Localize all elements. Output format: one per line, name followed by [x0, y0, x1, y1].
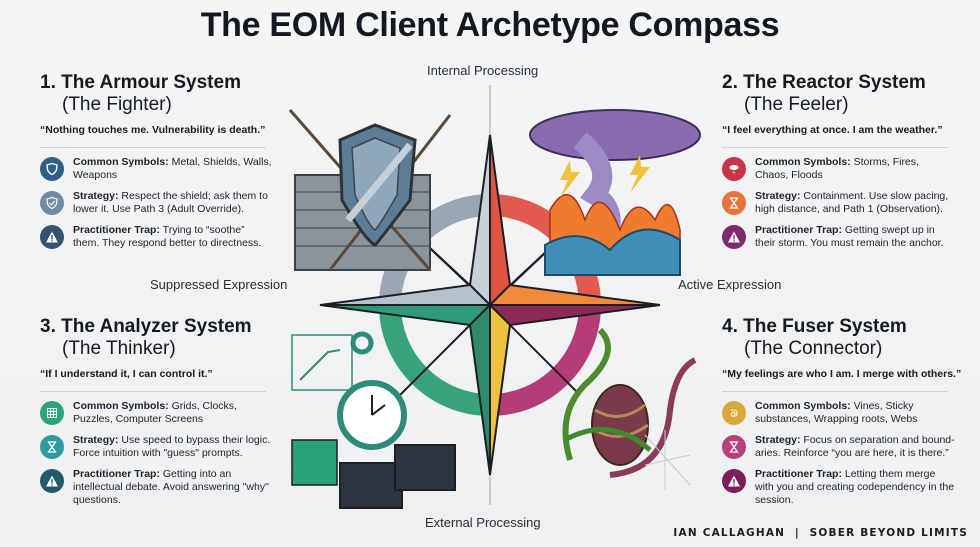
list-item: Practitioner Trap: Letting them merge wi… — [722, 468, 980, 507]
list-item: Strategy: Use speed to bypass their logi… — [40, 434, 310, 460]
list-item: Practitioner Trap: Getting into an intel… — [40, 468, 310, 507]
quadrant-armour: 1. The Armour System (The Fighter) “Noth… — [40, 72, 310, 258]
quadrant-quote: “I feel everything at once. I am the wea… — [722, 124, 943, 136]
list-item: Strategy: Respect the shield; ask them t… — [40, 190, 310, 216]
hourglass-icon — [722, 435, 746, 459]
quadrant-quote: “Nothing touches me. Vulnerability is de… — [40, 124, 266, 136]
compass-illustration — [288, 85, 701, 509]
grid-icon — [40, 401, 64, 425]
quadrant-quote: “My feelings are who I am. I merge with … — [722, 368, 962, 380]
quadrant-subtitle: (The Connector) — [744, 338, 883, 359]
quadrant-title: 2. The Reactor System — [722, 72, 926, 93]
axis-label-left: Suppressed Expression — [150, 277, 288, 292]
list-item: Common Symbols: Metal, Shields, Walls, W… — [40, 156, 310, 182]
quadrant-subtitle: (The Thinker) — [62, 338, 176, 359]
page-title: The EOM Client Archetype Compass — [200, 6, 780, 44]
list-item: Common Symbols: Storms, Fires, Chaos, Fl… — [722, 156, 980, 182]
reactor-illustration — [529, 109, 701, 276]
quadrant-fuser: 4. The Fuser System (The Connector) “My … — [722, 316, 980, 515]
list-item: Practitioner Trap: Getting swept up in t… — [722, 224, 980, 250]
list-item: Strategy: Focus on separation and bound-… — [722, 434, 980, 460]
analyzer-illustration — [291, 331, 456, 509]
hourglass-icon — [40, 435, 64, 459]
credit-footer: IAN CALLAGHAN | SOBER BEYOND LIMITS — [673, 527, 968, 539]
divider — [40, 147, 266, 148]
shield-icon — [40, 157, 64, 181]
axis-label-right: Active Expression — [678, 277, 782, 292]
quadrant-title: 3. The Analyzer System — [40, 316, 252, 337]
quadrant-subtitle: (The Fighter) — [62, 94, 172, 115]
quadrant-title: 1. The Armour System — [40, 72, 241, 93]
warning-icon — [722, 469, 746, 493]
quadrant-reactor: 2. The Reactor System (The Feeler) “I fe… — [722, 72, 980, 258]
list-item: Strategy: Containment. Use slow pacing, … — [722, 190, 980, 216]
quadrant-quote: “If I understand it, I can control it.” — [40, 368, 213, 380]
shield-check-icon — [40, 191, 64, 215]
divider — [722, 147, 948, 148]
list-item: Common Symbols: Grids, Clocks, Puzzles, … — [40, 400, 310, 426]
hourglass-icon — [722, 191, 746, 215]
knot-icon — [722, 401, 746, 425]
warning-icon — [40, 469, 64, 493]
axis-label-bottom: External Processing — [425, 515, 541, 530]
quadrant-subtitle: (The Feeler) — [744, 94, 849, 115]
list-item: Common Symbols: Vines, Sticky substances… — [722, 400, 980, 426]
quadrant-analyzer: 3. The Analyzer System (The Thinker) “If… — [40, 316, 310, 515]
warning-icon — [722, 225, 746, 249]
storm-cloud-icon — [722, 157, 746, 181]
quadrant-title: 4. The Fuser System — [722, 316, 907, 337]
divider — [40, 391, 266, 392]
armour-illustration — [288, 109, 452, 271]
warning-icon — [40, 225, 64, 249]
divider — [722, 391, 948, 392]
axis-label-top: Internal Processing — [427, 63, 539, 78]
list-item: Practitioner Trap: Trying to “soothe” th… — [40, 224, 310, 250]
fuser-illustration — [562, 327, 697, 490]
